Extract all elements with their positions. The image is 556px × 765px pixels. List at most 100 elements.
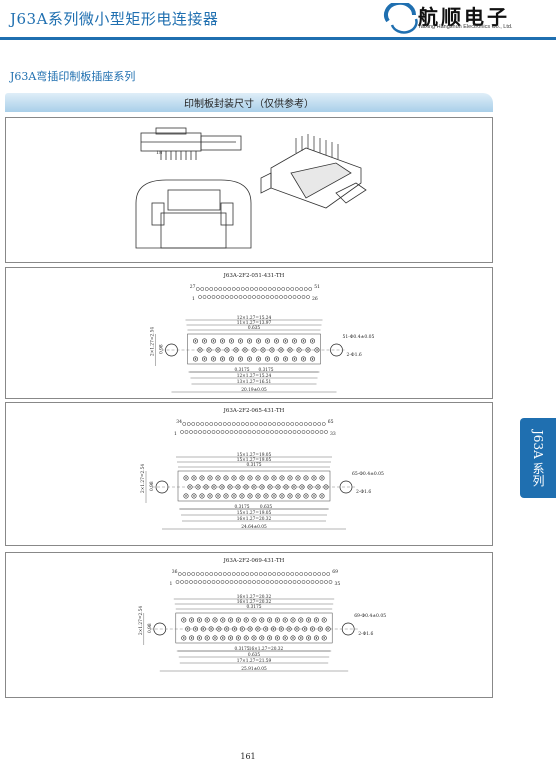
layout-1-footprint-hole [183,493,189,499]
layout-0-pin-top [267,287,272,291]
layout-2-pin-top [182,572,187,576]
layout-0-footprint-hole [229,356,235,362]
layout-0-pin-top [204,287,209,291]
layout-2-hole-center [292,637,294,639]
layout-0-pin-top [209,287,214,291]
layout-0-hole-center [221,340,224,342]
layout-0-footprint-hole [220,338,226,344]
layout-0-hole-center [230,358,233,360]
layout-2-hole-center [190,619,193,621]
layout-2-hole-center [253,619,255,621]
layout-1-pin-bottom [261,430,265,434]
layout-1-pin-top [281,422,286,426]
layout-0-pin-bottom [270,295,274,299]
side-view-label: 18 [156,150,162,156]
company-logo [384,3,418,34]
layout-1-hole-center [245,486,247,488]
layout-0-footprint-hole [211,338,217,344]
layout-1-pin-label: 34 [176,419,182,425]
layout-1-pin-bottom [315,430,319,434]
layout-2-footprint-hole [267,617,273,623]
layout-0-footprint-hole [282,356,288,362]
layout-1-hole-center [285,486,287,488]
layout-0-hole-center [284,340,287,342]
layout-2-dim-label: 17×1.27=21.59 [237,659,272,664]
side-tab-label: J63A 系列 [531,429,545,487]
layout-2-pin-top [200,572,205,576]
layout-2-footprint-hole [298,617,304,623]
layout-1-hole-center [257,495,259,497]
layout-2-pin-label: 35 [335,581,341,587]
layout-2-hole-center [206,637,208,639]
layout-1-footprint-hole [247,493,253,499]
layout-2-hole-center [300,619,302,621]
series-title: J63A弯插印制板插座系列 [10,70,136,83]
layout-1-dim-label: 0.3175 [234,505,249,510]
layout-0-pin-bottom [202,295,207,299]
layout-0-hole-center [212,358,215,360]
layout-2-footprint-hole [263,626,269,632]
layout-0-footprint-hole [193,356,199,362]
layout-1-pin-top [285,422,290,426]
layout-2-hole-center [261,619,263,621]
layout-1-pin-top [191,422,196,426]
layout-0-pin-top [308,287,313,291]
layout-2-pin-top [249,572,254,576]
layout-1-hole-center [281,495,283,497]
layout-2-hole-center [257,628,259,630]
layout-0-hole-center [203,340,206,342]
layout-0-hole-center [235,349,237,351]
layout-0-pin-label: 26 [312,296,318,302]
layout-0-pin-top [227,287,232,291]
layout-2-pin-bottom [306,580,310,584]
layout-2-footprint-hole [313,635,319,641]
layout-0-footprint-hole [202,356,208,362]
layout-2-pin-label: 36 [172,569,178,575]
layout-2-footprint-hole [196,635,202,641]
layout-0-pin-top [222,287,227,291]
layout-1-hole-center [217,495,219,497]
layout-1-pin-bottom [220,430,225,434]
layout-1-footprint-hole [199,493,205,499]
layout-0-dim-label: 0.635 [248,326,261,331]
layout-1-pin-bottom [238,430,243,434]
layout-2-dim-label: 16×1.27=20.32 [237,595,272,600]
layout-2-pin-bottom [252,580,256,584]
layout-0-hole-center [239,340,242,342]
layout-1-pin-bottom [202,430,207,434]
layout-1-hole-note: 65-Φ0.4±0.05 [352,471,384,477]
layout-2-pin-bottom [301,580,306,584]
layout-2-pin-top [222,572,227,576]
layout-1-pin-bottom [306,430,310,434]
layout-2-footprint-hole [224,626,230,632]
banner-text: 印制板封装尺寸（仅供参考） [184,99,314,110]
layout-1-pin-bottom [225,430,229,434]
layout-1-footprint-hole [295,493,301,499]
layout-0-pin-top [236,287,241,291]
layout-2-hole-center [288,628,290,630]
layout-1-footprint-hole [311,493,317,499]
layout-0-footprint-hole [291,338,297,344]
layout-1-footprint-hole [271,493,277,499]
layout-1-pin-bottom [288,430,292,434]
layout-2-pin-top [240,572,245,576]
layout-2-footprint-hole [274,635,280,641]
layout-1-mount-note: 2-Φ1.6 [356,489,371,495]
layout-2-pin-bottom [324,580,328,584]
layout-2-footprint-hole [274,617,280,623]
layout-2-pin-top [191,572,196,576]
layout-0-pin-top [231,287,236,291]
layout-2-pin-bottom [193,580,198,584]
layout-1-hole-center [289,495,291,497]
layout-2-hole-center [327,628,329,630]
layout-1-pin-top [294,422,299,426]
layout-1-pin-label: 1 [174,431,177,437]
layout-0-pin-label: 51 [314,284,320,290]
layout-1-pin-top [258,422,263,426]
layout-2-hole-note: 69-Φ0.4±0.05 [354,613,386,619]
layout-1-footprint-hole [319,493,325,499]
layout-2-footprint-hole [282,635,288,641]
